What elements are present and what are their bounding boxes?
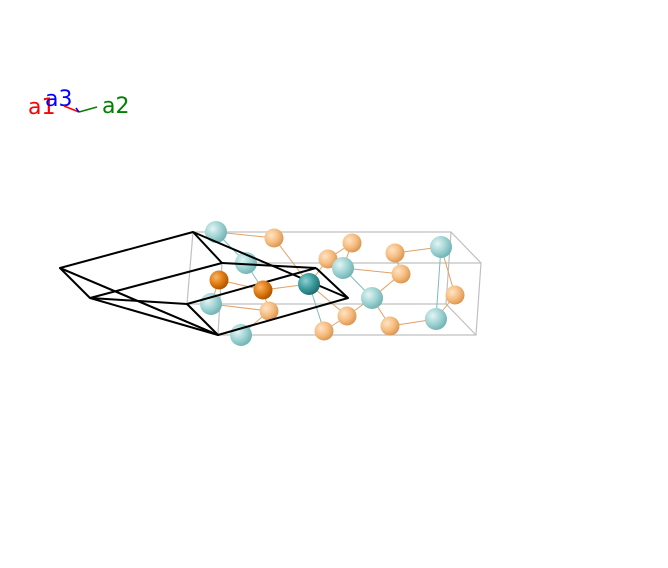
teal-atom bbox=[430, 236, 452, 258]
primitive-cell bbox=[59, 231, 349, 336]
orange-atom bbox=[318, 249, 338, 269]
teal-atom bbox=[361, 287, 383, 309]
orange-atom bbox=[380, 316, 400, 336]
orange-atom bbox=[342, 233, 362, 253]
atoms-front bbox=[209, 270, 320, 300]
axis-label-a1: a1 bbox=[28, 95, 56, 120]
orange-atom bbox=[253, 280, 273, 300]
teal-atom bbox=[425, 308, 447, 330]
orange-atom bbox=[445, 285, 465, 305]
axis-a1-line bbox=[63, 105, 80, 113]
atoms-back bbox=[200, 221, 465, 346]
axis-label-a2: a2 bbox=[102, 94, 130, 119]
teal-atom bbox=[205, 221, 227, 243]
axis-a2-line bbox=[78, 106, 98, 113]
orange-atom bbox=[264, 228, 284, 248]
orange-atom bbox=[391, 264, 411, 284]
orange-atom bbox=[314, 321, 334, 341]
orange-atom bbox=[385, 243, 405, 263]
axis-label-a3: a3 bbox=[45, 87, 73, 112]
teal-atom bbox=[332, 257, 354, 279]
orange-atom bbox=[259, 301, 279, 321]
axis-a3-line bbox=[75, 107, 80, 113]
axis-triad bbox=[63, 105, 98, 113]
orange-atom bbox=[209, 270, 229, 290]
teal-atom bbox=[298, 273, 320, 295]
orange-atom bbox=[337, 306, 357, 326]
